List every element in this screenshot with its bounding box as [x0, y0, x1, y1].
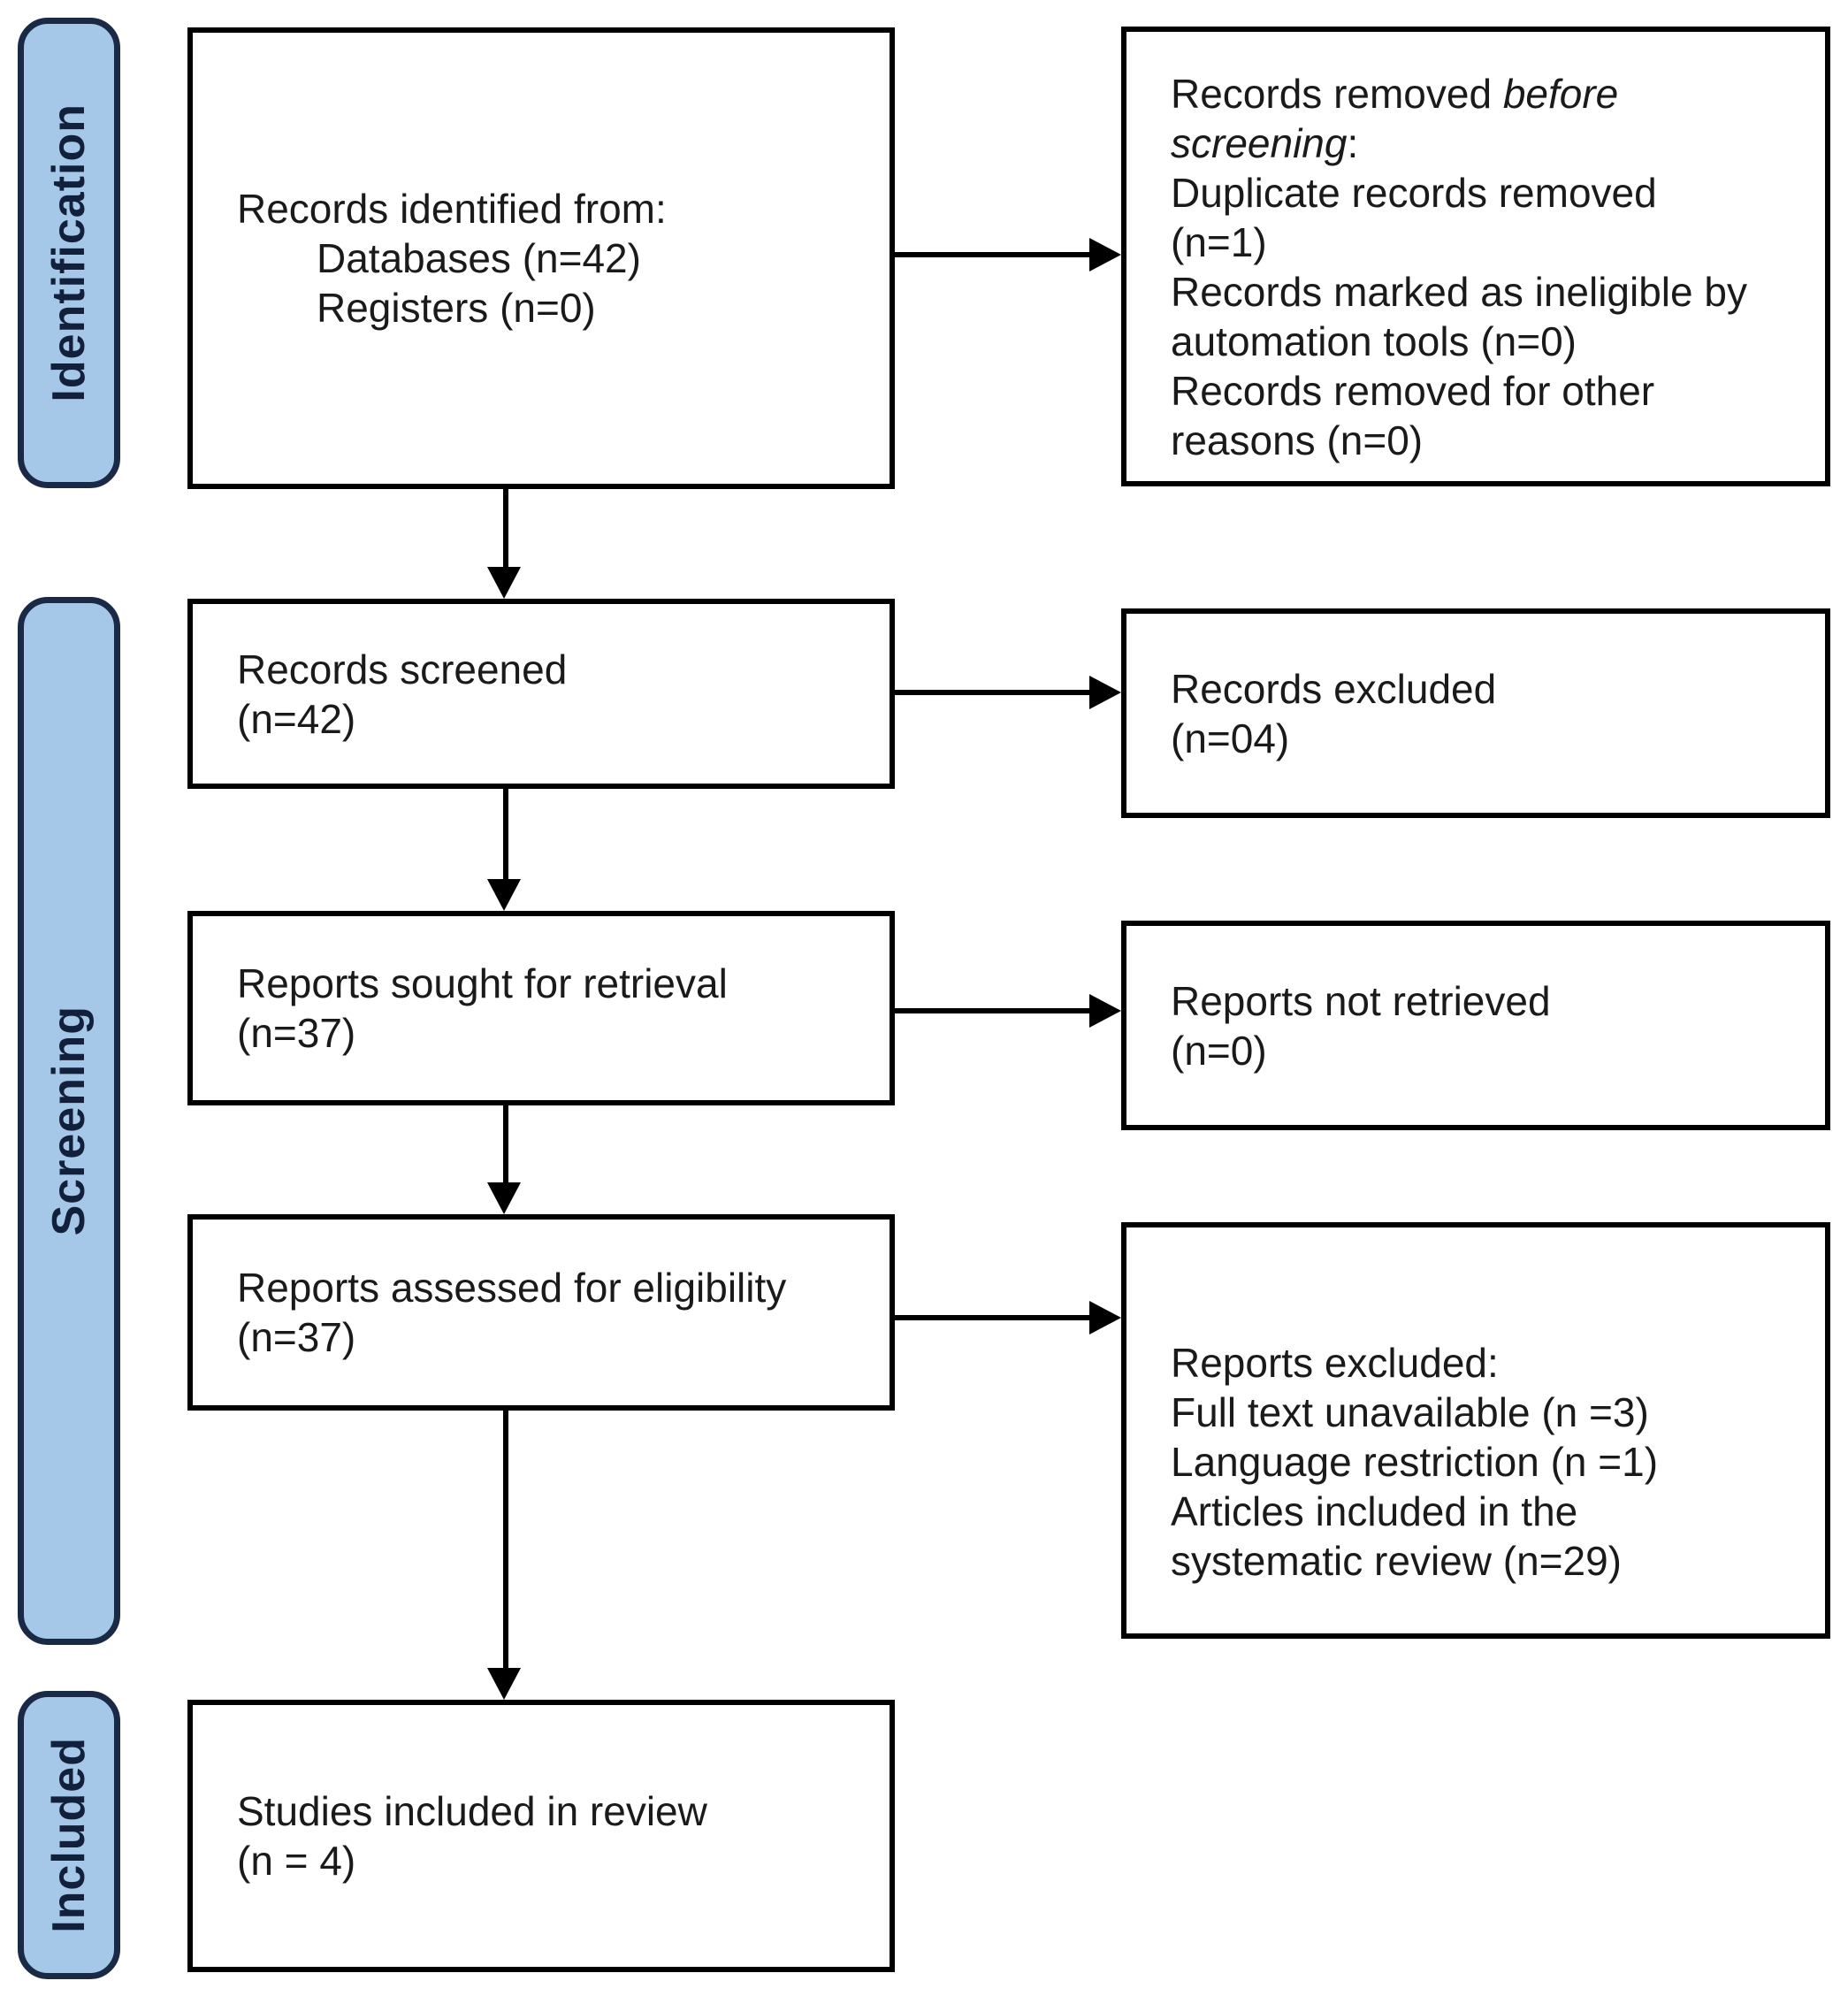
arrow-down-head-icon — [487, 567, 521, 599]
box-line: screening: — [1171, 119, 1816, 168]
arrow-sought-to-assessed-line — [503, 1105, 508, 1182]
box-line: Records excluded — [1171, 665, 1497, 712]
stage-identification-label: Identification — [43, 103, 95, 402]
arrow-right-head-icon — [1089, 676, 1121, 709]
stage-included-label: Included — [43, 1737, 95, 1933]
box-reports-sought: Reports sought for retrieval (n=37) — [187, 911, 895, 1105]
box-line-text-italic: screening — [1171, 120, 1348, 166]
box-line: Reports not retrieved — [1171, 977, 1551, 1024]
stage-identification: Identification — [18, 18, 120, 488]
box-line: (n = 4) — [237, 1838, 356, 1884]
box-line: Reports sought for retrieval — [237, 960, 728, 1006]
box-line: automation tools (n=0) — [1171, 318, 1577, 364]
box-line-text: Records removed — [1171, 71, 1503, 117]
box-line: systematic review (n=29) — [1171, 1538, 1622, 1584]
box-line: Studies included in review — [237, 1788, 707, 1834]
stage-screening-label: Screening — [43, 1006, 95, 1236]
box-line-text: : — [1347, 120, 1359, 166]
box-line-text-italic: before — [1502, 71, 1619, 117]
arrow-right-head-icon — [1089, 238, 1121, 271]
arrow-assessed-to-included-line — [503, 1411, 508, 1668]
arrow-right-head-icon — [1089, 1301, 1121, 1334]
box-line: Records marked as ineligible by — [1171, 269, 1747, 315]
box-line: Records removed for other — [1171, 368, 1655, 414]
box-line: Duplicate records removed — [1171, 170, 1657, 216]
arrow-down-head-icon — [487, 1182, 521, 1214]
arrow-sought-to-notretrieved-line — [895, 1008, 1089, 1013]
box-line: (n=04) — [1171, 715, 1290, 761]
box-reports-assessed: Reports assessed for eligibility (n=37) — [187, 1214, 895, 1411]
arrow-assessed-to-reportsexcluded-line — [895, 1315, 1089, 1320]
arrow-down-head-icon — [487, 879, 521, 911]
box-line: Databases (n=42) — [317, 235, 641, 281]
box-line: (n=37) — [237, 1010, 356, 1056]
arrow-screened-to-sought-line — [503, 789, 508, 879]
box-line: (n=37) — [237, 1314, 356, 1360]
box-line: reasons (n=0) — [1171, 417, 1424, 463]
box-line: (n=42) — [237, 695, 356, 742]
box-line: (n=1) — [1171, 219, 1267, 265]
box-line: Reports excluded: — [1171, 1340, 1499, 1386]
box-line: Records removed before — [1171, 69, 1816, 119]
arrow-identified-to-removed-line — [895, 252, 1089, 257]
box-reports-excluded: Reports excluded: Full text unavailable … — [1121, 1222, 1830, 1639]
arrow-down-head-icon — [487, 1668, 521, 1700]
box-line: Articles included in the — [1171, 1488, 1578, 1534]
box-line: Reports assessed for eligibility — [237, 1265, 787, 1311]
box-line: Registers (n=0) — [317, 285, 596, 331]
arrow-identified-to-screened-line — [503, 489, 508, 567]
box-studies-included: Studies included in review (n = 4) — [187, 1700, 895, 1972]
stage-included: Included — [18, 1691, 120, 1979]
box-line: Language restriction (n =1) — [1171, 1439, 1659, 1485]
box-line: Records screened — [237, 646, 568, 692]
box-records-screened: Records screened (n=42) — [187, 599, 895, 789]
arrow-right-head-icon — [1089, 994, 1121, 1028]
box-records-identified: Records identified from: Databases (n=42… — [187, 27, 895, 489]
box-line: Records identified from: — [237, 186, 667, 232]
arrow-screened-to-excluded-line — [895, 690, 1089, 695]
box-records-excluded: Records excluded (n=04) — [1121, 608, 1830, 818]
box-line: (n=0) — [1171, 1027, 1267, 1074]
box-records-removed-before-screening: Records removed before screening: Duplic… — [1121, 27, 1830, 486]
box-reports-not-retrieved: Reports not retrieved (n=0) — [1121, 921, 1830, 1130]
stage-screening: Screening — [18, 597, 120, 1645]
box-line: Full text unavailable (n =3) — [1171, 1389, 1649, 1435]
